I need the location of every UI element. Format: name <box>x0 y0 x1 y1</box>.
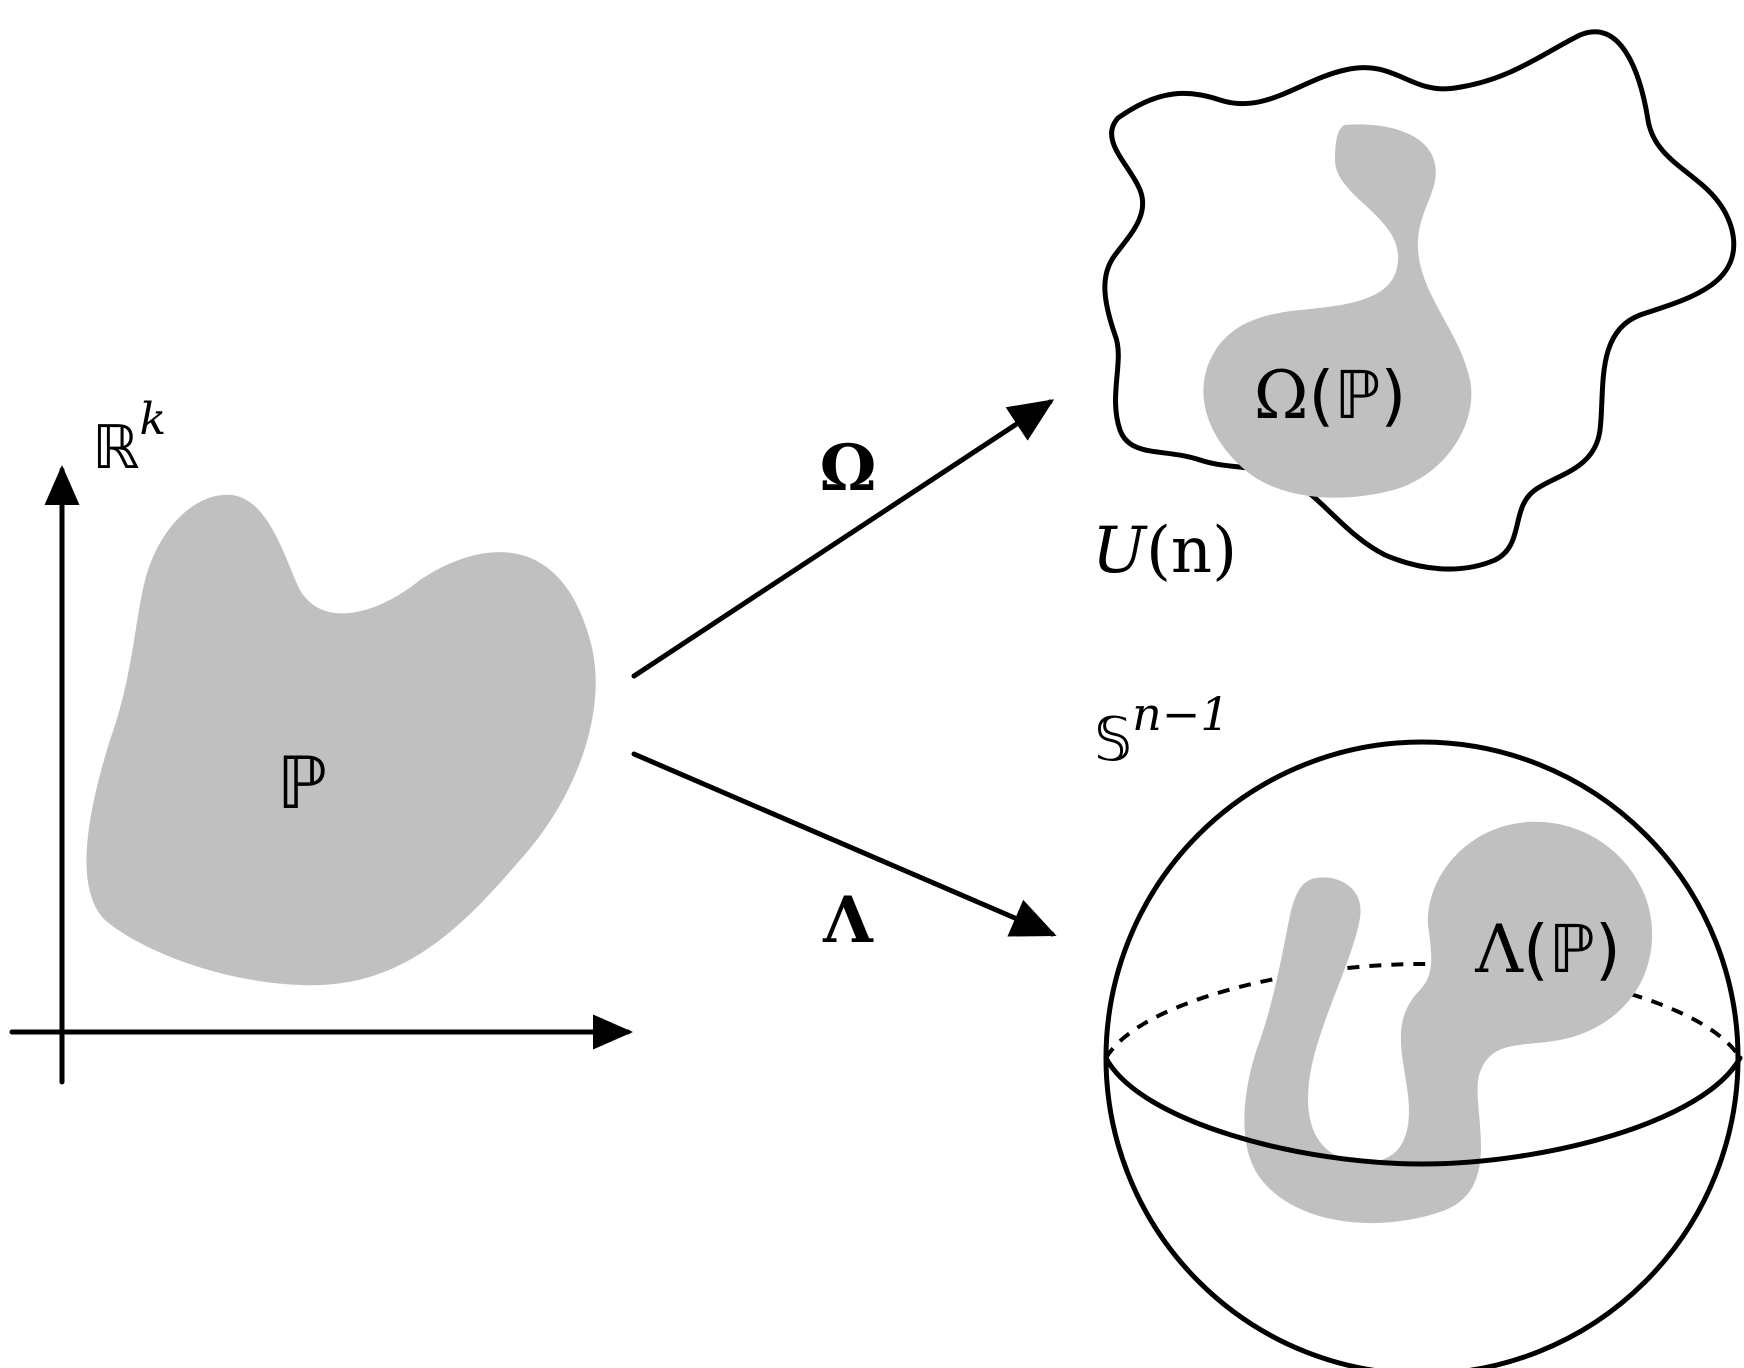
lower-image-label: Λ(ℙ) <box>1474 911 1620 988</box>
upper-right-panel: Ω(ℙ) U(n) <box>1092 29 1737 588</box>
lower-map-arrow <box>631 751 1057 937</box>
lower-right-panel: Λ(ℙ) 𝕊n−1 <box>1094 687 1743 1368</box>
upper-space-label: U(n) <box>1092 514 1237 588</box>
domain-set-label: ℙ <box>277 741 327 825</box>
sphere-equator-back <box>1104 961 1742 1060</box>
upper-image-label: Ω(ℙ) <box>1254 357 1407 434</box>
upper-map-arrow <box>631 399 1055 679</box>
lower-map-label: Λ <box>822 883 874 958</box>
upper-image-blob <box>1203 124 1472 498</box>
maps: Ω Λ <box>631 399 1057 958</box>
unitary-group-boundary <box>1102 29 1737 572</box>
lower-image-blob <box>1244 821 1653 1224</box>
domain-set-blob <box>86 494 596 986</box>
left-space-label: ℝk <box>92 394 166 483</box>
sphere-label: 𝕊n−1 <box>1094 687 1230 775</box>
sphere-equator-front <box>1103 1055 1743 1167</box>
left-panel: ℝk ℙ <box>9 394 633 1085</box>
upper-map-label: Ω <box>820 431 877 506</box>
